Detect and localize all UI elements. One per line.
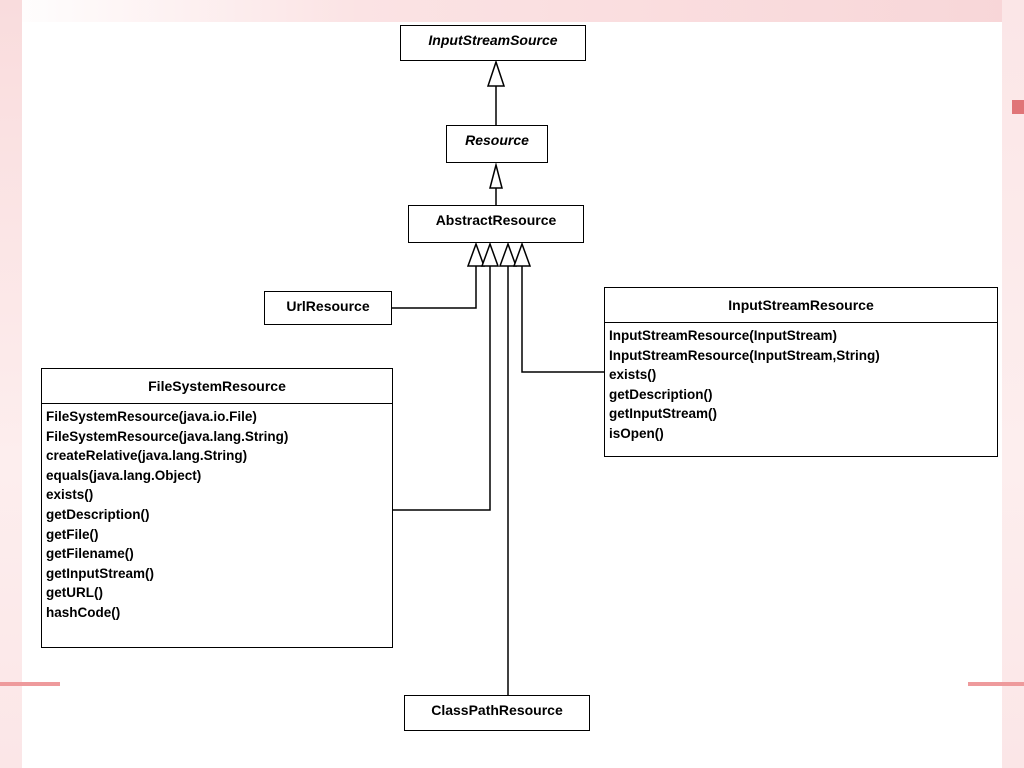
class-classpathresource: ClassPathResource: [404, 695, 590, 731]
method-item: getInputStream(): [46, 565, 154, 581]
class-name: AbstractResource: [435, 212, 557, 228]
accent-bar-right-bottom: [968, 682, 1024, 686]
method-item: equals(java.lang.Object): [46, 467, 202, 483]
method-item: hashCode(): [46, 604, 121, 620]
method-list: InputStreamResource(InputStream) InputSt…: [605, 322, 997, 448]
class-abstractresource: AbstractResource: [408, 205, 584, 243]
method-item: isOpen(): [609, 425, 664, 441]
method-list: FileSystemResource(java.io.File) FileSys…: [42, 403, 392, 627]
class-name: InputStreamResource: [728, 297, 874, 313]
accent-bar-left-bottom: [0, 682, 60, 686]
method-item: exists(): [609, 367, 657, 383]
arrowhead-inputstreamsource: [486, 59, 506, 87]
edge-filesystemresource-to-abstractresource: [393, 266, 491, 511]
arrowhead-resource: [489, 162, 503, 189]
class-name: ClassPathResource: [431, 702, 563, 718]
class-inputstreamresource: InputStreamResource InputStreamResource(…: [604, 287, 998, 457]
background-tint-right: [1002, 0, 1024, 768]
background-tint-top: [0, 0, 1024, 22]
method-item: getFilename(): [46, 546, 134, 562]
class-urlresource: UrlResource: [264, 291, 392, 325]
arrowhead-abstract-1: [466, 241, 486, 267]
background-tint-left: [0, 0, 22, 768]
method-item: getDescription(): [46, 506, 150, 522]
class-name: Resource: [465, 132, 529, 148]
arrowhead-abstract-2: [480, 241, 500, 267]
class-name: UrlResource: [286, 298, 370, 314]
edge-inputstreamresource-to-abstractresource: [521, 266, 604, 373]
method-item: InputStreamResource(InputStream,String): [609, 347, 880, 363]
method-item: InputStreamResource(InputStream): [609, 328, 838, 343]
accent-bar-right: [1012, 100, 1024, 114]
edge-urlresource-to-abstractresource: [392, 266, 477, 309]
method-item: exists(): [46, 487, 94, 503]
class-filesystemresource: FileSystemResource FileSystemResource(ja…: [41, 368, 393, 648]
method-item: getFile(): [46, 526, 99, 542]
class-name: InputStreamSource: [428, 32, 558, 48]
class-resource: Resource: [446, 125, 548, 163]
method-item: getDescription(): [609, 386, 713, 402]
method-item: getInputStream(): [609, 406, 717, 422]
method-item: createRelative(java.lang.String): [46, 448, 248, 464]
class-name: FileSystemResource: [148, 378, 286, 394]
method-item: getURL(): [46, 585, 103, 601]
arrowhead-abstract-4: [512, 241, 532, 267]
method-item: FileSystemResource(java.io.File): [46, 409, 257, 424]
method-item: FileSystemResource(java.lang.String): [46, 428, 289, 444]
class-inputstreamsource: InputStreamSource: [400, 25, 586, 61]
arrowhead-abstract-3: [498, 241, 518, 267]
